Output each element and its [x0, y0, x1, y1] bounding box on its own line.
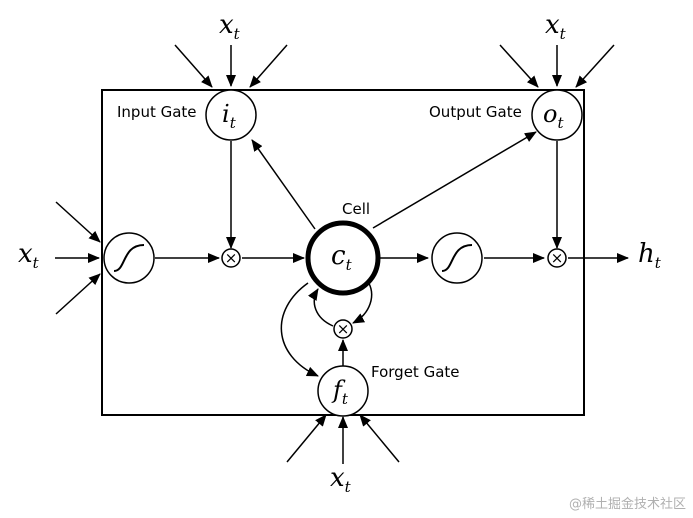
input-x-top-right: xt: [545, 10, 567, 43]
input-x-bottom: xt: [330, 463, 352, 496]
input-gate-symbol: it: [222, 100, 237, 132]
input-x-top-left: xt: [219, 10, 241, 43]
multiply-icon: ×: [337, 320, 350, 338]
input-squash-node: [103, 232, 155, 284]
input-x-left: xt: [18, 239, 40, 272]
output-gate-symbol: ot: [543, 100, 564, 132]
forget-gate-label: Forget Gate: [371, 363, 460, 381]
forget-gate-node: ft: [317, 365, 369, 417]
input-squash-inputs: [55, 201, 101, 315]
cell-node: ct: [305, 220, 381, 296]
watermark: @稀土掘金技术社区: [569, 496, 686, 512]
cell-label: Cell: [342, 200, 370, 218]
output-gate-node: ot: [531, 89, 583, 141]
cell-symbol: ct: [331, 241, 353, 274]
sigmoid-icon: [441, 244, 473, 272]
output-gate-inputs: [499, 44, 615, 88]
input-gate-inputs: [174, 44, 288, 88]
sigmoid-icon: [113, 244, 145, 272]
forget-gate-inputs: [286, 414, 400, 464]
input-gate-node: it: [205, 89, 257, 141]
forget-multiply-node: ×: [333, 319, 353, 339]
multiply-icon: ×: [225, 249, 238, 267]
input-multiply-node: ×: [221, 248, 241, 268]
output-multiply-node: ×: [547, 248, 567, 268]
multiply-icon: ×: [551, 249, 564, 267]
output-gate-label: Output Gate: [429, 103, 522, 121]
output-h: ht: [638, 239, 662, 272]
output-squash-node: [431, 232, 483, 284]
input-gate-label: Input Gate: [117, 103, 197, 121]
internal-connections: [155, 131, 629, 377]
